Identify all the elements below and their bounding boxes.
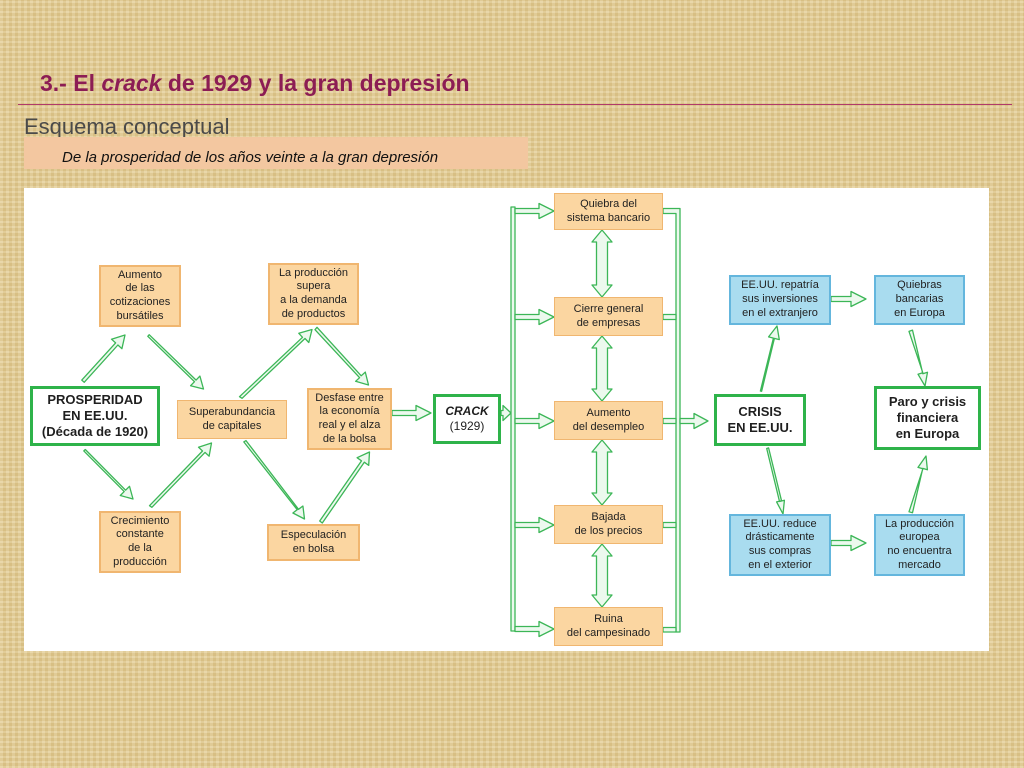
arrow-prosperidad-to-aumento [81,334,126,383]
repatria-inversiones-box: EE.UU. repatría sus inversiones en el ex… [729,275,831,325]
quiebras-bancarias-europa-box: Quiebras bancarias en Europa [874,275,965,325]
diagram-panel: PROSPERIDAD EN EE.UU. (Década de 1920) A… [24,188,989,651]
arrow-bracket-to-cierre [514,308,555,326]
prosperidad-title-line2: EN EE.UU. [62,407,128,423]
cierre-empresas-box: Cierre general de empresas [554,297,663,336]
subtitle: Esquema conceptual [24,114,230,139]
subtitle-band [24,137,528,169]
arrow-crisis-to-repatria [759,325,780,392]
quiebra-sistema-bancario-box: Quiebra del sistema bancario [554,193,663,230]
crack-year: (1929) [449,419,485,433]
band-caption: De la prosperidad de los años veinte a l… [62,149,439,166]
title-divider [18,104,1012,105]
prosperidad-years: (Década de 1920) [41,424,149,440]
produccion-europea-box: La producción europea no encuentra merca… [874,514,965,576]
prosperidad-box: PROSPERIDAD EN EE.UU. (Década de 1920) [30,386,160,446]
arrow-crisis-to-reduce [766,447,786,515]
arrow-bracket-to-bajada [514,516,555,534]
crecimiento-produccion-box: Crecimiento constante de la producción [99,511,181,573]
crack-box: CRACK (1929) [433,394,501,444]
arrow-aumento-to-superabundancia [147,334,205,390]
crack-title: CRACK [445,404,489,418]
arrow-repatria-to-quiebras [830,290,867,308]
arrow-quiebra-cierre [591,229,613,298]
arrow-cierre-desempleo [591,335,613,402]
especulacion-bolsa-box: Especulación en bolsa [267,524,360,561]
crisis-eeuu-box: CRISIS EN EE.UU. [714,394,806,446]
aumento-cotizaciones-box: Aumento de las cotizaciones bursátiles [99,265,181,327]
paro-crisis-europa-box: Paro y crisis financiera en Europa [874,386,981,450]
connector-arrows [81,202,929,638]
superabundancia-capitales-box: Superabundancia de capitales [177,400,287,439]
arrow-bracket-to-crisis [679,412,709,430]
arrow-bracket-to-quiebra [514,202,555,220]
arrow-bracket-to-ruina [514,620,555,638]
arrow-especulacion-to-desfase [319,451,371,524]
arrow-desfase-to-crack [391,404,432,422]
bajada-precios-box: Bajada de los precios [554,505,663,544]
arrow-crecimiento-to-superabundancia [148,442,213,508]
arrow-bajada-to-bracket [662,521,677,529]
produccion-supera-demanda-box: La producción supera a la demanda de pro… [268,263,359,325]
arrow-prosperidad-to-crecimiento [83,448,134,500]
reduce-compras-box: EE.UU. reduce drásticamente sus compras … [729,514,831,576]
arrow-superabundancia-to-produccion [238,328,313,399]
page-title: 3.- El crack de 1929 y la gran depresión [40,70,470,96]
arrow-crack-to-bracket [500,404,512,422]
arrow-bracket-to-desempleo [514,412,555,430]
ruina-campesinado-box: Ruina del campesinado [554,607,663,646]
arrow-produccion-to-desfase [314,326,370,386]
arrow-reduce-to-produccion-europea [830,534,867,552]
prosperidad-title-line1: PROSPERIDAD [47,391,143,407]
arrow-bajada-ruina [591,543,613,608]
arrow-cierre-to-bracket [662,313,677,321]
arrow-quiebras-to-paro [908,329,929,387]
arrow-produccion-europea-to-paro [908,455,929,514]
desfase-economia-box: Desfase entre la economía real y el alza… [307,388,392,450]
aumento-desempleo-box: Aumento del desempleo [554,401,663,440]
arrow-desempleo-to-bracket [662,417,677,425]
arrow-superabundancia-to-especulacion [243,439,306,520]
arrow-ruina-to-bracket [662,626,677,633]
arrow-desempleo-bajada [591,439,613,506]
